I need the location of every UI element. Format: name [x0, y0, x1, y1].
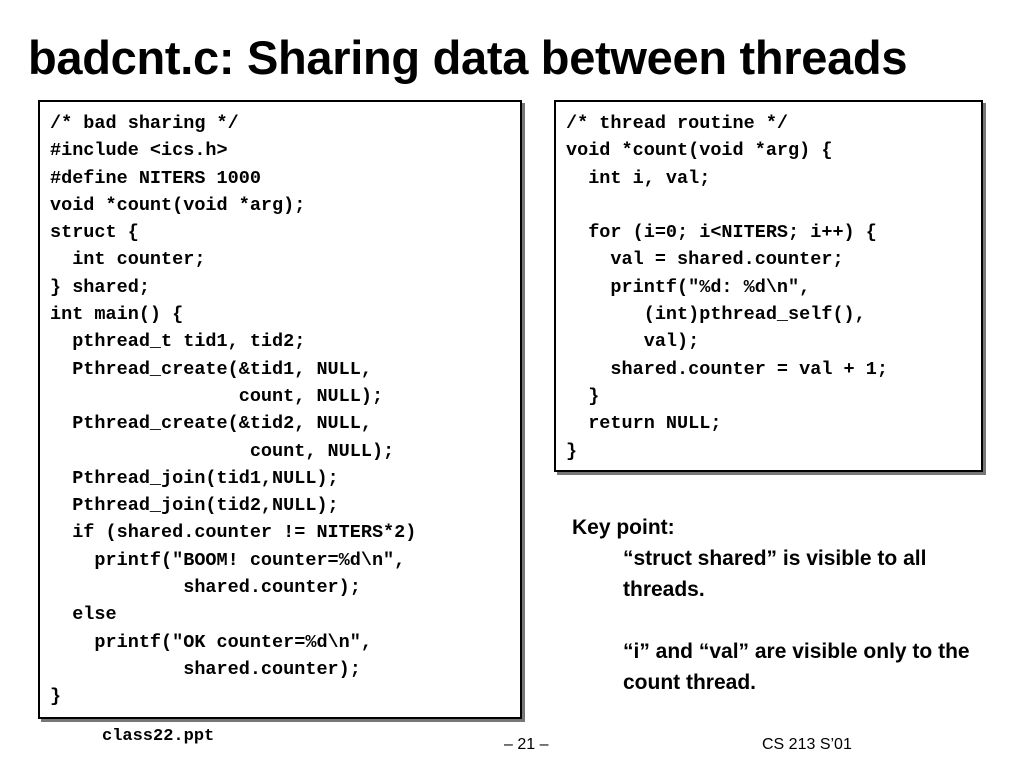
code-line: int counter; — [50, 249, 206, 271]
main-code-listing: /* bad sharing */ #include <ics.h> #defi… — [50, 110, 520, 711]
code-line: else — [50, 604, 117, 626]
code-line: } shared; — [50, 276, 150, 298]
code-line: (int)pthread_self(), — [566, 304, 866, 326]
code-line: /* thread routine */ — [566, 113, 789, 134]
code-line: } — [566, 440, 578, 462]
code-line: return NULL; — [566, 413, 722, 435]
code-line: printf("BOOM! counter=%d\n", — [50, 549, 406, 571]
code-line: Pthread_create(&tid2, NULL, — [50, 413, 372, 435]
code-line: printf("%d: %d\n", — [566, 276, 811, 298]
code-line: #include <ics.h> — [50, 140, 228, 162]
footer-filename: class22.ppt — [102, 727, 215, 746]
code-line: shared.counter); — [50, 577, 361, 599]
slide-title: badcnt.c: Sharing data between threads — [28, 31, 908, 84]
code-line: count, NULL); — [50, 385, 384, 407]
key-point-note: Key point: “struct shared” is visible to… — [572, 512, 992, 698]
footer-page-number: – 21 – — [504, 736, 549, 753]
code-line: } — [50, 686, 62, 708]
code-line — [566, 192, 981, 219]
code-line: Pthread_join(tid1,NULL); — [50, 467, 339, 489]
code-line: pthread_t tid1, tid2; — [50, 331, 306, 353]
code-line: } — [566, 385, 600, 407]
key-point-spacer — [572, 605, 992, 636]
code-line: if (shared.counter != NITERS*2) — [50, 522, 417, 544]
key-point-shared-visibility: “struct shared” is visible to all thread… — [623, 547, 927, 601]
code-line: Pthread_create(&tid1, NULL, — [50, 358, 372, 380]
code-line: printf("OK counter=%d\n", — [50, 631, 372, 653]
code-line: /* bad sharing */ — [50, 113, 239, 134]
code-line: count, NULL); — [50, 440, 395, 462]
thread-routine-code-listing: /* thread routine */ void *count(void *a… — [566, 110, 981, 465]
code-line: shared.counter); — [50, 658, 361, 680]
code-line: #define NITERS 1000 — [50, 167, 261, 189]
main-code-box: /* bad sharing */ #include <ics.h> #defi… — [38, 100, 522, 719]
code-line: struct { — [50, 222, 139, 244]
code-line: val = shared.counter; — [566, 249, 844, 271]
code-line: void *count(void *arg) { — [566, 140, 833, 162]
thread-routine-code-box: /* thread routine */ void *count(void *a… — [554, 100, 983, 472]
footer-course-label: CS 213 S’01 — [762, 736, 852, 753]
code-line: Pthread_join(tid2,NULL); — [50, 495, 339, 517]
key-point-local-visibility: “i” and “val” are visible only to the co… — [623, 640, 970, 694]
code-line: shared.counter = val + 1; — [566, 358, 888, 380]
code-line: void *count(void *arg); — [50, 194, 306, 216]
code-line: int i, val; — [566, 167, 711, 189]
key-point-heading: Key point: — [572, 516, 675, 539]
code-line: val); — [566, 331, 700, 353]
code-line: int main() { — [50, 304, 184, 326]
code-line: for (i=0; i<NITERS; i++) { — [566, 222, 877, 244]
